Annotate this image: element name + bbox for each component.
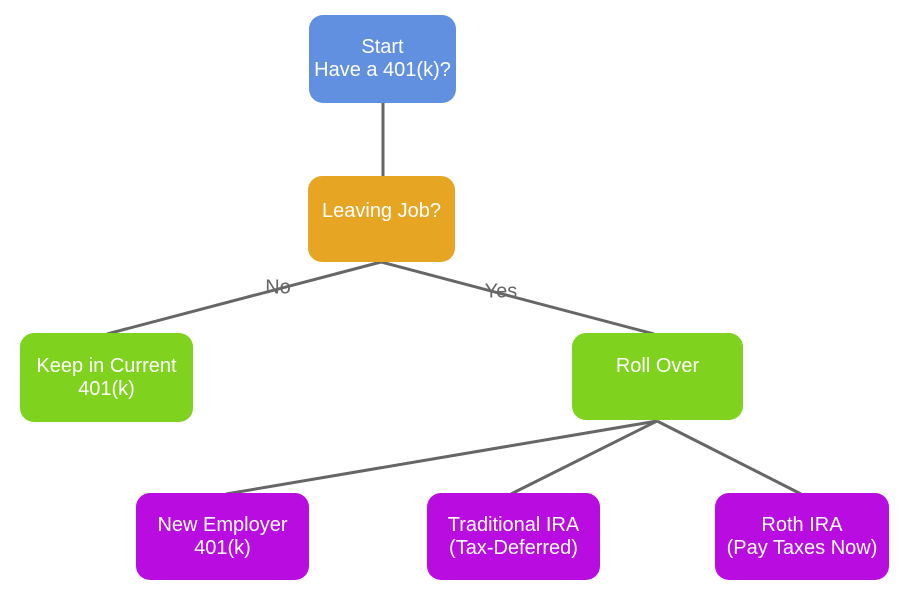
node-new-employer-label-line1: New Employer (157, 513, 288, 536)
node-leaving-job-label: Leaving Job? (322, 199, 441, 222)
node-start-label-line1: Start (361, 36, 404, 58)
node-new-employer-label-line2: 401(k) (194, 536, 251, 559)
edge-label-yes: Yes (484, 280, 518, 303)
edge-leaving-keep (106, 260, 382, 336)
node-leaving-job: Leaving Job? (308, 176, 455, 262)
edge-rollover-traditional (510, 419, 658, 496)
node-keep-current-label-line1: Keep in Current (36, 354, 177, 377)
node-traditional-ira-label-line1: Traditional IRA (447, 513, 580, 536)
node-start-label-line2: Have a 401(k)? (314, 59, 451, 81)
node-traditional-ira: Traditional IRA (Tax-Deferred) (427, 493, 600, 580)
node-roth-ira-label-line2: (Pay Taxes Now) (726, 536, 878, 559)
edge-rollover-roth (656, 419, 802, 496)
node-roth-ira-label-line1: Roth IRA (761, 513, 843, 536)
node-roth-ira: Roth IRA (Pay Taxes Now) (715, 493, 889, 580)
edge-label-no: No (265, 276, 291, 299)
node-roll-over: Roll Over (572, 333, 743, 420)
edge-leaving-rollover (380, 260, 655, 336)
node-keep-current-401k: Keep in Current 401(k) (20, 333, 193, 422)
node-new-employer-401k: New Employer 401(k) (136, 493, 309, 580)
node-start: Start Have a 401(k)? (309, 15, 456, 103)
node-roll-over-label: Roll Over (615, 355, 700, 377)
node-traditional-ira-label-line2: (Tax-Deferred) (449, 536, 578, 559)
edge-rollover-newemployer (225, 419, 658, 496)
node-keep-current-label-line2: 401(k) (78, 377, 135, 400)
